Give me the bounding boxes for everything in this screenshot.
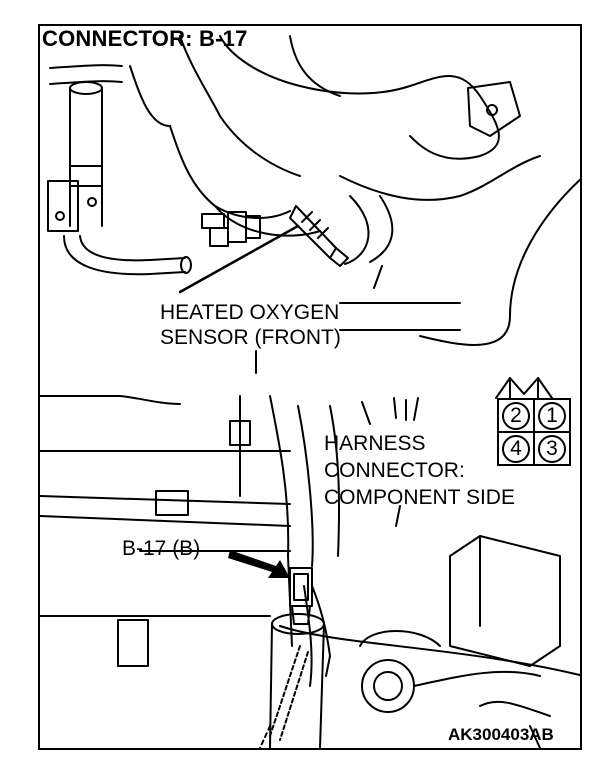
- harness-label-line2: CONNECTOR:: [324, 459, 465, 482]
- sensor-label-line1: HEATED OXYGEN: [160, 301, 340, 324]
- connector-pin-box: 2 1 4 3: [497, 398, 575, 468]
- sensor-label-line2: SENSOR (FRONT): [160, 326, 341, 349]
- pin-3: 3: [535, 433, 569, 465]
- pin-2: 2: [499, 400, 533, 432]
- b17-callout-label: B-17 (B): [122, 537, 201, 560]
- figure-code: AK300403AB: [448, 725, 554, 744]
- upper-engine-illustration: [47, 35, 580, 374]
- connector-b17: [289, 567, 313, 625]
- pin-box-outline: [497, 398, 571, 466]
- pin-4: 4: [499, 433, 533, 465]
- pin-1: 1: [535, 400, 569, 432]
- harness-label-line3: COMPONENT SIDE: [324, 486, 515, 509]
- diagram-frame: CONNECTOR: B-17 HEATED OXYGEN SENSOR (FR…: [38, 24, 582, 750]
- sensor-label: HEATED OXYGEN SENSOR (FRONT): [160, 300, 341, 350]
- lower-engine-illustration: [40, 395, 580, 748]
- harness-label-line1: HARNESS: [324, 432, 426, 455]
- diagram-title: CONNECTOR: B-17: [42, 26, 248, 51]
- connector-key-notch: [495, 377, 553, 399]
- callout-arrow: [228, 550, 290, 578]
- harness-connector-label: HARNESS CONNECTOR: COMPONENT SIDE: [324, 430, 515, 511]
- engine-line-art: [40, 35, 580, 748]
- heated-oxygen-sensor: [289, 205, 349, 267]
